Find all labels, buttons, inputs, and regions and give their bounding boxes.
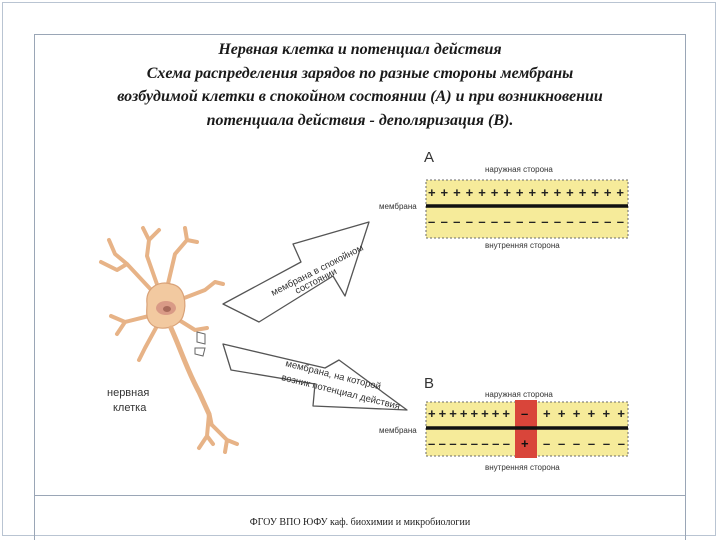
panel-b-minus-row-left: – – – – – – – – [428, 436, 510, 451]
title-line-2: Схема распределения зарядов по разные ст… [146, 64, 574, 82]
panel-a-rest: А наружная сторона + + + + + + + + + + +… [379, 149, 629, 250]
panel-a-plus-row: + + + + + + + + + + + + + + + + [428, 185, 624, 200]
panel-b-plus-row-right: + + + + + + [543, 406, 625, 421]
panel-a-minus-row: – – – – – – – – – – – – – – – – [428, 214, 624, 229]
panel-a-letter: А [424, 149, 434, 166]
panel-b-letter: В [424, 375, 434, 392]
arrow-to-rest: мембрана в спокойном состоянии [222, 221, 370, 323]
title-line-3: возбудимой клетки в спокойном состоянии … [117, 88, 603, 105]
panel-a-membrane-label: мембрана [379, 202, 417, 211]
panel-b-action: В наружная сторона + + + + + + + + + + +… [379, 375, 629, 472]
title-line-4: потенциала действия - деполяризация (В). [206, 111, 514, 129]
panel-b-membrane-label: мембрана [379, 426, 417, 435]
panel-b-depol-plus: + [521, 436, 529, 451]
panel-b-depol-minus: – [521, 406, 528, 421]
arrow-to-action: мембрана, на которой возник потенциал де… [222, 343, 408, 412]
slide-title: Нервная клетка и потенциал действия Схем… [40, 38, 680, 132]
neuron-label-line1: нервная [107, 387, 149, 399]
panel-a-inner-label: внутренняя сторона [485, 241, 560, 250]
footer-band [34, 496, 686, 540]
neuron-cell [99, 226, 239, 454]
panel-b-inner-label: внутренняя сторона [485, 463, 560, 472]
panel-b-plus-row-left: + + + + + + + + [428, 406, 510, 421]
footer-text: ФГОУ ВПО ЮФУ каф. биохимии и микробиолог… [249, 517, 471, 528]
panel-b-minus-row-right: – – – – – – [543, 436, 625, 451]
panel-b-outer-label: наружная сторона [485, 390, 553, 399]
neuron-label-line2: клетка [113, 402, 147, 414]
title-line-1: Нервная клетка и потенциал действия [218, 41, 502, 58]
panel-a-outer-label: наружная сторона [485, 165, 553, 174]
membrane-diagram: нервная клетка мембрана в спокойном сост… [99, 149, 629, 472]
